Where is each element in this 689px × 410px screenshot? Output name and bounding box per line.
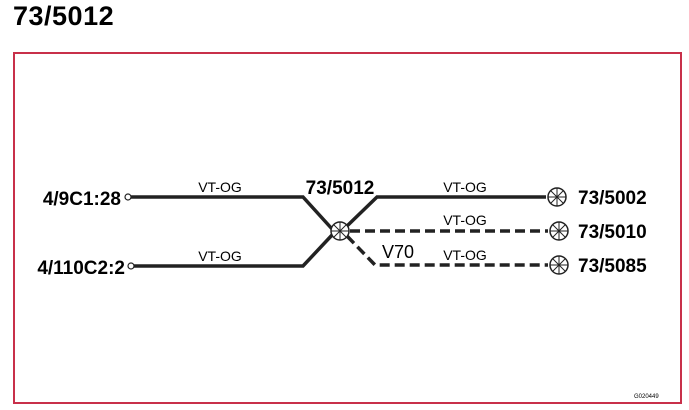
figure-code: G020449 <box>634 394 659 400</box>
wire-right-top <box>345 195 546 228</box>
connector-icon <box>549 255 569 275</box>
wire-left-top <box>124 193 335 232</box>
connector-icon <box>547 187 567 207</box>
terminal-dot-icon <box>124 193 132 201</box>
wire-color-label: VT-OG <box>443 179 487 195</box>
wire-right-bottom <box>345 234 548 267</box>
diagram-frame <box>13 52 682 404</box>
wire-color-label: VT-OG <box>443 212 487 228</box>
terminal-dot-icon <box>127 262 135 270</box>
splice-circle-icon <box>330 221 350 241</box>
splice-label: 73/5012 <box>306 178 375 199</box>
page-title: 73/5012 <box>13 1 115 31</box>
right-connector-label: 73/5085 <box>578 256 647 277</box>
left-connector-label: 4/9C1:28 <box>43 189 121 210</box>
right-connector-label: 73/5002 <box>578 188 647 209</box>
wire-color-label: VT-OG <box>443 247 487 263</box>
variant-label: V70 <box>382 242 414 262</box>
wire-color-label: VT-OG <box>198 179 242 195</box>
wire-color-label: VT-OG <box>198 248 242 264</box>
wire-left-bottom <box>127 232 335 270</box>
right-connector-label: 73/5010 <box>578 222 647 243</box>
connector-icon <box>549 221 569 241</box>
left-connector-label: 4/110C2:2 <box>37 258 125 279</box>
